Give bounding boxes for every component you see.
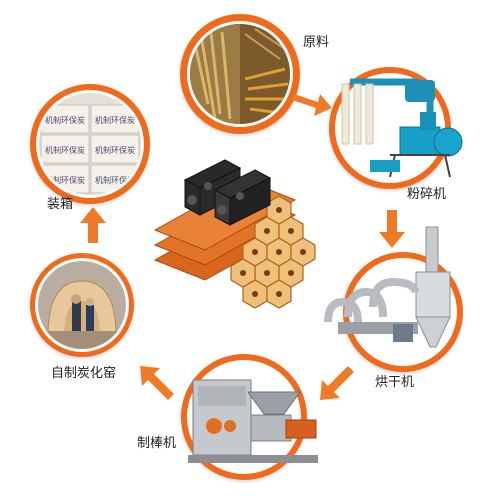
center-briquette-image [153, 159, 316, 309]
kiln-image [38, 261, 126, 349]
rod-machine-image [188, 379, 318, 463]
arrow-crusher-to-dryer [379, 210, 405, 248]
node-boxing: 机制环保炭 机制环保炭 机制环保炭 机制环保炭 机制环保炭 机制环保炭 [30, 84, 150, 204]
crusher-machine-image [341, 78, 463, 178]
label-raw-material: 原料 [303, 35, 330, 50]
arrow-kiln-to-boxing [80, 207, 106, 243]
box-print-6: 机制环保炭 [95, 175, 135, 185]
box-print-4: 机制环保炭 [95, 145, 135, 155]
dryer-machine-image [324, 226, 451, 348]
label-kiln: 自制炭化窑 [51, 366, 117, 381]
label-rod-machine: 制棒机 [137, 436, 177, 451]
box-print-2: 机制环保炭 [95, 115, 135, 125]
boxes-image: 机制环保炭 机制环保炭 机制环保炭 机制环保炭 机制环保炭 机制环保炭 [39, 93, 141, 195]
node-kiln [30, 253, 134, 357]
label-crusher: 粉碎机 [407, 187, 447, 202]
arrow-raw-to-crusher [292, 94, 332, 116]
box-print-5: 机制环保炭 [45, 175, 85, 185]
arrow-dryer-to-rod [320, 366, 354, 400]
node-raw-material [180, 14, 300, 134]
box-print-1: 机制环保炭 [45, 115, 85, 125]
box-print-3: 机制环保炭 [45, 145, 85, 155]
arrow-rod-to-kiln [140, 366, 174, 400]
raw-material-image [190, 24, 290, 124]
label-dryer: 烘干机 [375, 375, 415, 390]
label-boxing: 装箱 [47, 197, 74, 212]
